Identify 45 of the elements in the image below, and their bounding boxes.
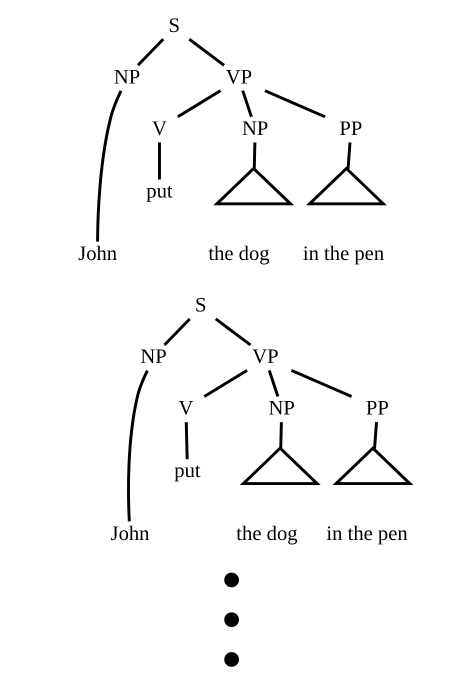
node-label: in the pen (302, 243, 384, 266)
connector (279, 422, 283, 448)
node-circle (224, 652, 239, 667)
connector (290, 369, 352, 398)
node-triangle (240, 446, 321, 486)
connector (373, 422, 378, 450)
connector (96, 90, 122, 242)
connector (252, 142, 256, 169)
connector (158, 142, 161, 180)
node-text: VP (252, 346, 279, 368)
node-text: NP (242, 118, 268, 140)
node-circle (224, 612, 239, 628)
connector (214, 318, 252, 346)
connector (204, 369, 248, 398)
node-label: in the pen (326, 522, 408, 545)
node-text: S (194, 294, 206, 317)
node-text: PP (366, 398, 389, 420)
node-text: John (78, 243, 118, 266)
node-text: PP (339, 118, 362, 140)
connector (268, 370, 280, 397)
node-label: the dog (236, 522, 298, 545)
connector (241, 90, 253, 118)
node-triangle (213, 166, 294, 206)
node-triangle (332, 446, 414, 486)
node-text: S (168, 14, 180, 37)
node-text: put (146, 180, 173, 202)
node-text: NP (140, 346, 167, 368)
node-text: NP (114, 66, 140, 88)
node-text: put (174, 460, 201, 482)
connector (127, 370, 149, 522)
node-text: V (152, 118, 167, 140)
node-text: NP (268, 398, 295, 420)
node-text: V (178, 398, 194, 420)
node-text: VP (226, 66, 252, 88)
connector (136, 38, 164, 66)
connector (346, 142, 352, 170)
connector (184, 422, 189, 460)
connector (264, 89, 326, 118)
connector (188, 38, 225, 66)
node-circle (224, 572, 239, 588)
node-text: John (110, 522, 150, 545)
connector (177, 89, 222, 118)
node-triangle (306, 166, 387, 206)
connector (163, 318, 191, 346)
node-label: the dog (208, 243, 270, 266)
